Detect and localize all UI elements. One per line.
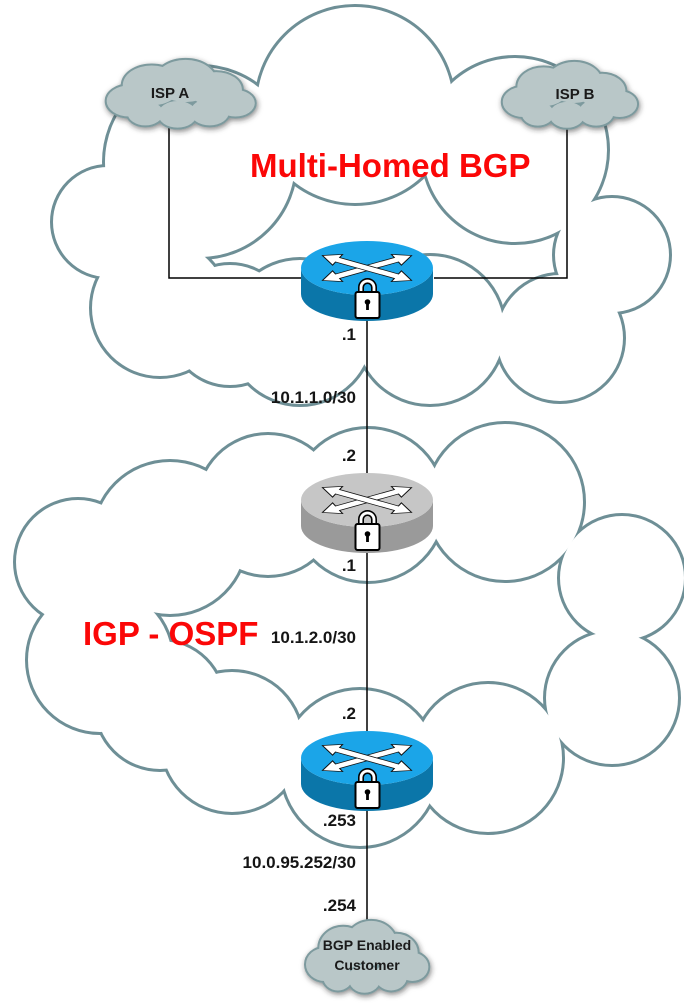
isp-a-link-line <box>168 127 301 279</box>
link2-subnet-label: 10.1.2.0/30 <box>270 628 356 647</box>
customer-label: BGP Enabled Customer <box>306 935 428 976</box>
link3-subnet-label: 10.0.95.252/30 <box>242 853 356 872</box>
isp-b-label: ISP B <box>555 86 595 103</box>
multi-homed-bgp-title: Multi-Homed BGP <box>250 147 531 184</box>
customer-label-line2: Customer <box>334 957 400 974</box>
core-ospf-router-icon <box>301 473 433 553</box>
igp-ospf-title: IGP - OSPF <box>83 615 259 652</box>
customer-facing-router-icon <box>301 731 433 811</box>
link1-subnet-label: 10.1.1.0/30 <box>270 388 356 407</box>
customer-label-line1: BGP Enabled <box>322 937 412 953</box>
link1-bottom-ip-label: .2 <box>341 446 356 465</box>
isp-b-link-line <box>434 127 568 279</box>
link3-bottom-ip-label: .254 <box>322 896 356 915</box>
link3-top-ip-label: .253 <box>322 811 356 830</box>
link1-top-ip-label: .1 <box>341 325 356 344</box>
link-lines <box>168 127 568 921</box>
isp-a-label: ISP A <box>150 85 190 102</box>
link2-top-ip-label: .1 <box>341 556 356 575</box>
edge-bgp-router-icon <box>301 241 433 321</box>
link2-bottom-ip-label: .2 <box>341 704 356 723</box>
